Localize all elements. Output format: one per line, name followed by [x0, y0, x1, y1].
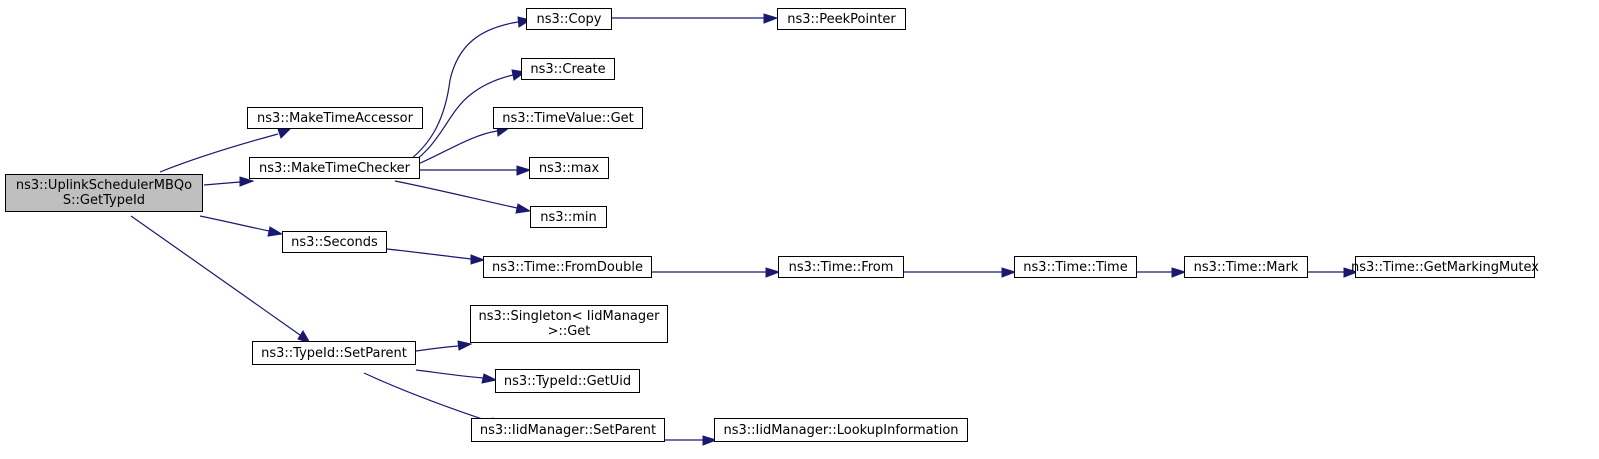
node-make-time-accessor[interactable]: ns3::MakeTimeAccessor [247, 107, 423, 129]
arrowhead [1001, 267, 1017, 278]
edge-make-time-checker-copy [394, 21, 519, 171]
arrowhead [1343, 267, 1359, 278]
edge-make-time-checker-min [394, 180, 518, 209]
node-make-time-checker[interactable]: ns3::MakeTimeChecker [249, 157, 420, 179]
node-iidmanager-lookup-information[interactable]: ns3::IidManager::LookupInformation [714, 418, 968, 442]
node-time-get-marking-mutex[interactable]: ns3::Time::GetMarkingMutex [1351, 256, 1539, 278]
node-singleton-get[interactable]: ns3::Singleton< IidManager >::Get [470, 305, 668, 343]
edge-root-make-time-accessor [159, 133, 279, 173]
arrowhead [457, 340, 473, 351]
node-time-mark[interactable]: ns3::Time::Mark [1184, 256, 1308, 278]
edge-root-make-time-checker [203, 181, 241, 186]
edge-typeid-set-parent-iidmanager-set-parent [363, 372, 492, 423]
arrowhead [763, 13, 779, 24]
edge-typeid-set-parent-typeid-get-uid [415, 369, 484, 379]
node-uplink-scheduler-mbqos-get-type-id[interactable]: ns3::UplinkSchedulerMBQo S::GetTypeId [5, 174, 203, 212]
arrowhead [515, 203, 532, 214]
node-copy[interactable]: ns3::Copy [526, 8, 612, 30]
arrowhead [765, 267, 781, 278]
node-typeid-get-uid[interactable]: ns3::TypeId::GetUid [495, 369, 640, 393]
edge-root-seconds [199, 215, 270, 232]
arrowhead [239, 176, 255, 187]
arrowhead [702, 435, 718, 446]
arrowhead [470, 254, 486, 265]
node-time-from[interactable]: ns3::Time::From [778, 256, 904, 278]
node-max[interactable]: ns3::max [529, 157, 609, 179]
arrowhead [277, 128, 292, 139]
edge-typeid-set-parent-singleton-get [415, 345, 459, 352]
arrowhead [516, 165, 532, 176]
edge-make-time-checker-create [399, 74, 514, 171]
node-seconds[interactable]: ns3::Seconds [282, 231, 387, 253]
edge-root-typeid-set-parent [130, 215, 301, 336]
node-time-from-double[interactable]: ns3::Time::FromDouble [483, 256, 652, 278]
node-min[interactable]: ns3::min [530, 206, 607, 228]
edge-seconds-time-from-double [386, 248, 472, 260]
node-typeid-set-parent[interactable]: ns3::TypeId::SetParent [252, 341, 416, 365]
node-time-value-get[interactable]: ns3::TimeValue::Get [493, 107, 643, 129]
node-create[interactable]: ns3::Create [521, 58, 615, 80]
arrowhead [481, 373, 498, 384]
node-iidmanager-set-parent[interactable]: ns3::IidManager::SetParent [471, 418, 665, 442]
arrowhead [1171, 267, 1187, 278]
node-time-time[interactable]: ns3::Time::Time [1014, 256, 1137, 278]
arrowhead [267, 226, 284, 237]
node-peek-pointer[interactable]: ns3::PeekPointer [777, 8, 906, 30]
